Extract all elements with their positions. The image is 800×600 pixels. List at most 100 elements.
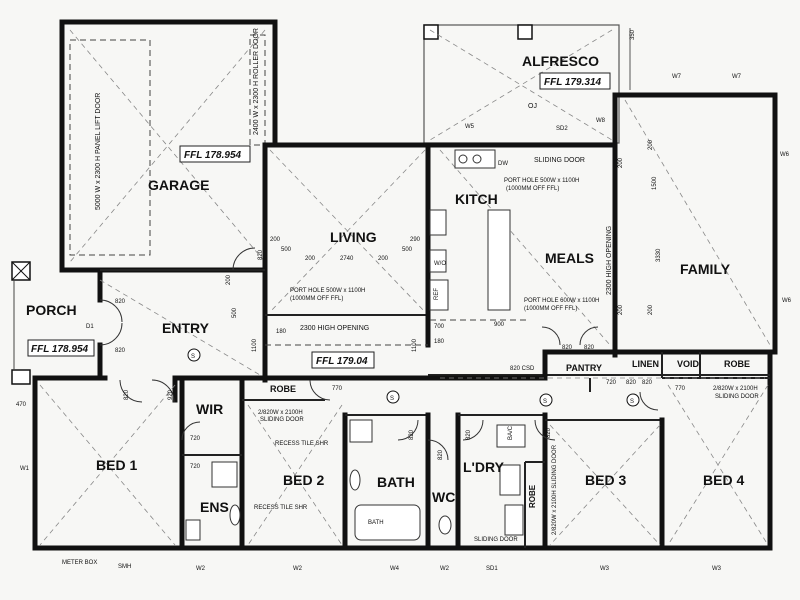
dim-820: 820 [562, 345, 573, 351]
room-robe3-label: ROBE [528, 484, 537, 508]
recess-shower-bed2-note: RECESS TILE SHR [275, 441, 329, 447]
dimension-labels: 200 500 290 200 2740 200 500 200 820 820… [16, 139, 686, 470]
dim-1100: 1100 [412, 338, 418, 352]
dim-820: 820 [115, 348, 126, 354]
room-kitch-label: KITCH [455, 191, 498, 207]
bed3-door-note: 2/820W x 2100H SLIDING DOOR [552, 444, 558, 535]
dim-820: 820 [642, 380, 653, 386]
ffl-house-label: FFL 179.04 [316, 356, 368, 367]
port-hole-living-note: PORT HOLE 500W x 1100H [290, 288, 365, 294]
roller-door-note: 2400 W x 2300 H ROLLER DOOR [253, 28, 260, 135]
dim-1500: 1500 [652, 176, 658, 190]
window-w6-tag: W6 [782, 298, 792, 304]
dim-820: 820 [258, 249, 264, 260]
dim-500: 500 [281, 247, 292, 253]
dim-470: 470 [16, 402, 27, 408]
room-alfresco-label: ALFRESCO [522, 53, 599, 69]
dishwasher-symbol: DW [498, 161, 508, 167]
port-hole-meals-note: PORT HOLE 600W x 1100H [524, 298, 599, 304]
ffl-porch-label: FFL 178.954 [31, 344, 89, 355]
window-w7-tag: W7 [672, 74, 682, 80]
smoke-detectors [187, 348, 640, 407]
symbol-labels: S S S S REF DW W/O [191, 161, 634, 405]
dim-180: 180 [434, 339, 445, 345]
dim-350-note: 350 [630, 29, 636, 40]
interior-walls [100, 142, 773, 551]
dim-900: 900 [494, 322, 505, 328]
dim-200: 200 [648, 304, 654, 315]
window-w2-tag: W2 [196, 566, 206, 572]
port-hole-meals-note-2: (1000MM OFF FFL) [524, 306, 577, 312]
room-wc-label: WC [432, 489, 455, 505]
plan-notes: 5000 W x 2300 H PANEL LIFT DOOR 2400 W x… [62, 28, 759, 570]
high-opening-vertical-note: 2300 HIGH OPENING [606, 226, 613, 295]
port-hole-living-note-2: (1000MM OFF FFL) [290, 296, 343, 302]
room-linen-label: LINEN [632, 359, 659, 369]
ffl-labels: FFL 178.954 FFL 179.314 FFL 178.954 FFL … [31, 77, 602, 367]
dim-500: 500 [232, 307, 238, 318]
wall-oven-symbol: W/O [434, 261, 446, 267]
room-family-label: FAMILY [680, 261, 731, 277]
porch-zone [11, 261, 261, 385]
port-hole-kitchen-note: PORT HOLE 500W x 1100H [504, 178, 579, 184]
dim-200: 200 [305, 256, 316, 262]
bed2-door-note-2: SLIDING DOOR [260, 417, 304, 423]
room-bed3-label: BED 3 [585, 472, 626, 488]
room-bed1-label: BED 1 [96, 457, 137, 473]
window-w2-tag: W2 [440, 566, 450, 572]
bed4-door-note: 2/820W x 2100H [713, 386, 758, 392]
oj-note: OJ [528, 103, 537, 110]
fridge-symbol: REF [434, 288, 440, 300]
bed2-door-note: 2/820W x 2100H [258, 410, 303, 416]
door-d1-tag: D1 [86, 324, 94, 330]
laundry-sliding-note: SLIDING DOOR [474, 537, 518, 543]
sliding-door-note: SLIDING DOOR [534, 157, 585, 164]
room-bed4-label: BED 4 [703, 472, 744, 488]
room-ens-label: ENS [200, 499, 229, 515]
bac-note: BA/C [508, 425, 514, 440]
meter-box-note: METER BOX [62, 560, 97, 566]
window-w3-tag: W3 [712, 566, 722, 572]
dim-290: 290 [410, 237, 421, 243]
room-void-label: VOID [677, 359, 700, 369]
room-bath-label: BATH [377, 474, 415, 490]
smoke-detector-symbol: S [191, 354, 195, 360]
window-w6-tag: W6 [780, 152, 790, 158]
room-entry-label: ENTRY [162, 320, 210, 336]
high-opening-note: 2300 HIGH OPENING [300, 325, 369, 332]
dim-200: 200 [270, 237, 281, 243]
bath-tub-note: BATH [368, 520, 384, 526]
dim-2740: 2740 [340, 256, 354, 262]
window-tags: W1 W2 W2 W2 W3 W3 W4 SD1 W5 SD2 W8 W7 W7… [20, 74, 792, 572]
dim-500: 500 [402, 247, 413, 253]
dim-820: 820 [115, 299, 126, 305]
room-bed2-label: BED 2 [283, 472, 324, 488]
bed4-door-note-2: SLIDING DOOR [715, 394, 759, 400]
window-w3-tag: W3 [600, 566, 610, 572]
room-porch-label: PORCH [26, 302, 77, 318]
bathroom-fixtures [185, 419, 526, 541]
room-ldry-label: L'DRY [463, 459, 505, 475]
room-diagonals [39, 99, 771, 546]
room-robe4-label: ROBE [724, 359, 750, 369]
dim-720: 720 [190, 464, 201, 470]
dim-820: 820 [626, 380, 637, 386]
room-garage-label: GARAGE [148, 177, 209, 193]
dim-820: 820 [409, 429, 415, 440]
dim-920: 920 [168, 389, 174, 400]
dim-820: 820 [466, 429, 472, 440]
kitchen-fixtures [429, 149, 530, 321]
smoke-detector-symbol: S [630, 399, 634, 405]
dim-1100: 1100 [252, 338, 258, 352]
port-hole-kitchen-note-2: (1000MM OFF FFL) [506, 186, 559, 192]
dim-720: 720 [190, 436, 201, 442]
window-w2-tag: W2 [293, 566, 303, 572]
smoke-detector-symbol: S [543, 399, 547, 405]
recess-shower-ens-note: RECESS TILE SHR [254, 505, 308, 511]
room-living-label: LIVING [330, 229, 377, 245]
door-sd1-tag: SD1 [486, 566, 498, 572]
window-w8-tag: W8 [596, 118, 606, 124]
window-w1-tag: W1 [20, 466, 30, 472]
